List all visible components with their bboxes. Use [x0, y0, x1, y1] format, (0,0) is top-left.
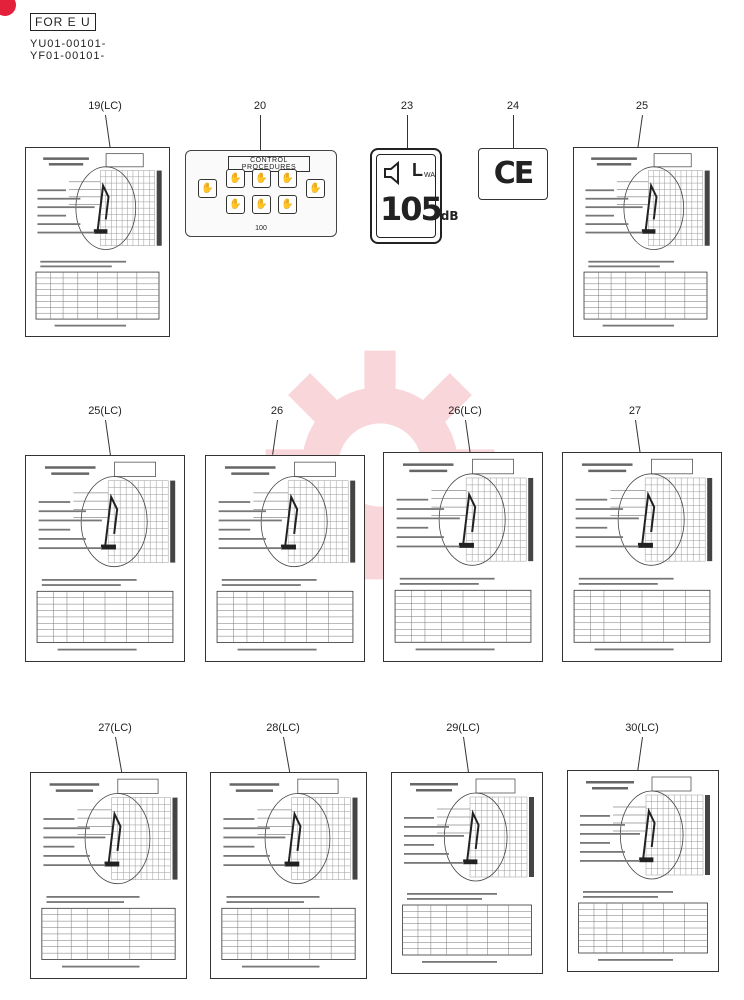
speaker-icon: [384, 160, 399, 186]
lever-icon: ✋: [278, 195, 297, 214]
leader-line: [407, 115, 408, 153]
leader-line: [283, 736, 291, 775]
leader-line: [115, 736, 123, 775]
label-25lc: 25(LC): [88, 405, 122, 417]
lever-icon: ✋: [226, 195, 245, 214]
capacity-chart-illustration: [41, 778, 178, 968]
label-19lc: 19(LC): [88, 100, 122, 112]
lever-icon: ✋: [252, 195, 271, 214]
lever-icon: ✋: [278, 169, 297, 188]
label-25: 25: [635, 100, 649, 112]
lever-icon: ✋: [252, 169, 271, 188]
sound-level-value: 105dB: [380, 190, 459, 228]
leader-line: [260, 115, 261, 153]
sound-level-unit: dB: [440, 209, 459, 223]
lever-icon: ✋: [306, 179, 325, 198]
sound-level-number: 105: [380, 190, 443, 228]
serial-number-1: YU01-00101-: [30, 38, 107, 50]
capacity-chart-illustration: [573, 458, 713, 651]
decal-26lc: [383, 452, 543, 662]
region-label: FOR E U: [30, 13, 96, 31]
leader-line: [513, 115, 514, 153]
decal-20-control-procedures: CONTROL PROCEDURES ✋ ✋ ✋ ✋ ✋ ✋ ✋ ✋ 100: [185, 150, 337, 237]
capacity-chart-illustration: [402, 778, 534, 963]
label-26: 26: [270, 405, 284, 417]
label-27lc: 27(LC): [98, 722, 132, 734]
decal-24-ce-mark: CE: [478, 148, 548, 200]
corner-badge: [0, 0, 16, 16]
capacity-chart-illustration: [216, 461, 356, 651]
leader-line: [635, 419, 641, 455]
decal-26: [205, 455, 365, 662]
capacity-chart-illustration: [221, 778, 358, 968]
lever-icon: ✋: [226, 169, 245, 188]
decal-27lc: [30, 772, 187, 979]
capacity-chart-illustration: [583, 153, 710, 327]
label-28lc: 28(LC): [266, 722, 300, 734]
label-23: 23: [400, 100, 414, 112]
decal-25: [573, 147, 718, 337]
decal-27: [562, 452, 722, 662]
decal-28lc: [210, 772, 367, 979]
label-29lc: 29(LC): [446, 722, 480, 734]
decal-25lc: [25, 455, 185, 662]
decal-19lc: [25, 147, 170, 337]
label-20: 20: [253, 100, 267, 112]
decal-30lc: [567, 770, 719, 972]
serial-number-2: YF01-00101-: [30, 50, 106, 62]
capacity-chart-illustration: [394, 458, 534, 651]
capacity-chart-illustration: [35, 153, 162, 327]
label-26lc: 26(LC): [448, 405, 482, 417]
capacity-chart-illustration: [36, 461, 176, 651]
decal-29lc: [391, 772, 543, 974]
decal-23-sound-level: L WA 105dB: [370, 148, 459, 244]
decal-number: 100: [255, 225, 267, 232]
lever-icon: ✋: [198, 179, 217, 198]
sound-symbol: L: [412, 160, 423, 180]
leader-line: [463, 736, 470, 775]
sound-symbol-sub: WA: [424, 172, 436, 179]
label-27: 27: [628, 405, 642, 417]
label-24: 24: [506, 100, 520, 112]
sound-level-frame: [376, 154, 436, 238]
label-30lc: 30(LC): [625, 722, 659, 734]
leader-line: [105, 419, 112, 460]
capacity-chart-illustration: [578, 776, 710, 961]
